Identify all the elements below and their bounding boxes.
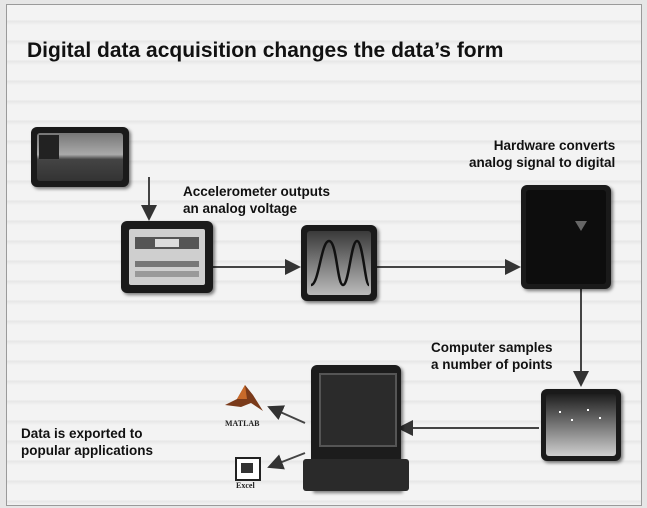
export-label-line-1: Data is exported to (21, 426, 143, 441)
daq-hardware (521, 185, 611, 289)
slide-title: Digital data acquisition changes the dat… (27, 39, 504, 62)
triangle-icon (575, 221, 587, 231)
arrow-laptop-to-excel (267, 452, 306, 470)
computer-label: Computer samples a number of points (431, 339, 553, 373)
computer-label-line-1: Computer samples (431, 340, 553, 355)
accelerometer-label-line-1: Accelerometer outputs (183, 184, 331, 199)
hardware-label: Hardware converts analog signal to digit… (469, 137, 615, 171)
accelerometer-label: Accelerometer outputs an analog voltage (183, 183, 330, 217)
excel-label: Excel (236, 481, 255, 490)
matlab-icon (225, 385, 263, 411)
signal-conditioner-device (121, 221, 213, 293)
laptop (303, 365, 409, 491)
arrow-laptop-to-matlab (267, 405, 306, 424)
accelerometer-label-line-2: an analog voltage (183, 201, 298, 216)
hardware-label-line-2: analog signal to digital (469, 155, 616, 170)
slide: Digital data acquisition changes the dat… (6, 4, 642, 506)
computer-label-line-2: a number of points (431, 357, 553, 372)
sine-wave-icon (310, 239, 371, 287)
sampled-points-display (541, 389, 621, 461)
accelerometer-photo (31, 127, 129, 187)
hardware-label-line-1: Hardware converts (493, 138, 616, 153)
flow-arrows (141, 177, 589, 470)
export-label-line-2: popular applications (21, 443, 154, 458)
export-label: Data is exported to popular applications (21, 425, 153, 459)
matlab-label: MATLAB (225, 419, 260, 428)
analog-signal-display (301, 225, 377, 301)
excel-icon (235, 457, 261, 481)
